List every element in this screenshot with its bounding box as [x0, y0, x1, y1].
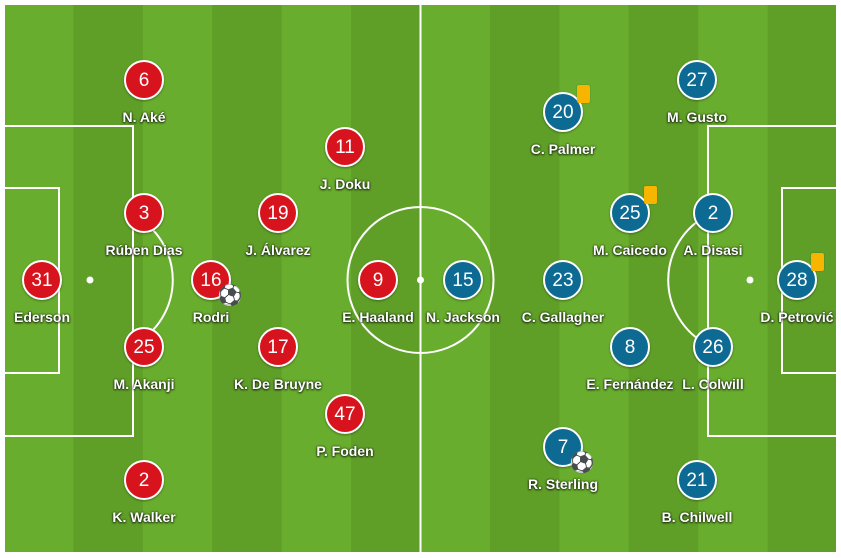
yellow-card-icon — [577, 85, 590, 103]
shirt-number-badge: 11 — [325, 127, 365, 167]
yellow-card-icon — [644, 186, 657, 204]
shirt-number-badge: 9 — [358, 260, 398, 300]
shirt-number-badge: 2 — [693, 193, 733, 233]
shirt-number-badge: 21 — [677, 460, 717, 500]
football-goal-icon: ⚽ — [217, 285, 243, 307]
player-name: E. Haaland — [342, 309, 414, 325]
player-name: L. Colwill — [682, 376, 744, 392]
player-name: P. Foden — [316, 443, 374, 459]
away-penalty-arc — [667, 214, 709, 346]
player-name: K. Walker — [112, 509, 176, 525]
shirt-number-badge: 3 — [124, 193, 164, 233]
shirt-number-badge: 15 — [443, 260, 483, 300]
football-goal-icon: ⚽ — [569, 452, 595, 474]
player-name: D. Petrović — [760, 309, 834, 325]
shirt-number-badge: 27 — [677, 60, 717, 100]
center-spot — [417, 276, 424, 284]
shirt-number-badge: 23 — [543, 260, 583, 300]
player-name: J. Álvarez — [245, 242, 311, 258]
away-penalty-spot — [746, 276, 754, 284]
pitch-stripe — [698, 4, 769, 553]
yellow-card-icon — [811, 253, 824, 271]
shirt-number-badge: 25 — [124, 327, 164, 367]
shirt-number-badge: 28 — [777, 260, 817, 300]
player-name: M. Gusto — [667, 109, 727, 125]
player-name: E. Fernández — [586, 376, 674, 392]
player-name: A. Disasi — [683, 242, 743, 258]
shirt-number-badge: 31 — [22, 260, 62, 300]
shirt-number-badge: 8 — [610, 327, 650, 367]
player-name: N. Aké — [122, 109, 166, 125]
center-circle — [346, 206, 495, 354]
shirt-number-badge: 26 — [693, 327, 733, 367]
player-name: R. Sterling — [527, 476, 598, 492]
player-name: M. Akanji — [113, 376, 175, 392]
shirt-number-badge: 20 — [543, 92, 583, 132]
shirt-number-badge: 17 — [258, 327, 298, 367]
shirt-number-badge: 25 — [610, 193, 650, 233]
player-name: B. Chilwell — [661, 509, 733, 525]
shirt-number-badge: 2 — [124, 460, 164, 500]
player-name: K. De Bruyne — [234, 376, 322, 392]
pitch-stripe — [281, 4, 352, 553]
home-penalty-spot — [86, 276, 94, 284]
shirt-number-badge: 6 — [124, 60, 164, 100]
shirt-number-badge: 47 — [325, 394, 365, 434]
player-name: Rodri — [192, 309, 230, 325]
player-name: C. Palmer — [530, 141, 596, 157]
shirt-number-badge: 19 — [258, 193, 298, 233]
shirt-number-badge: 16 — [191, 260, 231, 300]
player-name: Ederson — [13, 309, 70, 325]
player-name: N. Jackson — [426, 309, 500, 325]
player-name: Rúben Dias — [105, 242, 183, 258]
player-name: M. Caicedo — [593, 242, 667, 258]
player-name: C. Gallagher — [521, 309, 605, 325]
player-name: J. Doku — [319, 176, 371, 192]
